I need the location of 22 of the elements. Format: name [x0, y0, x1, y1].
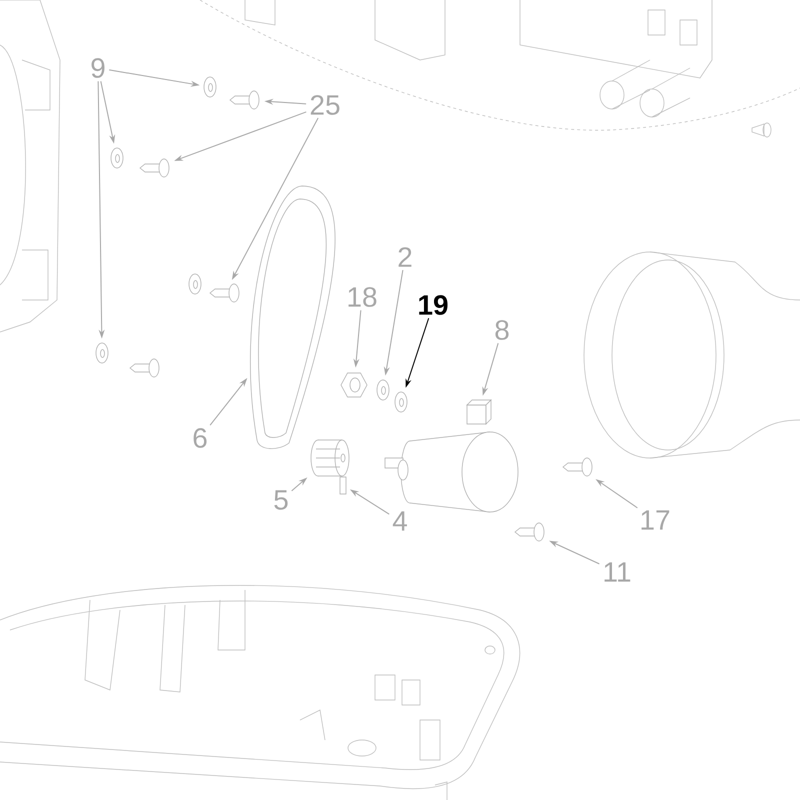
- callout-number: 8: [495, 320, 509, 340]
- callout-number: 11: [604, 562, 630, 582]
- callout-number: 4: [392, 511, 407, 531]
- hex-nut: [340, 372, 368, 398]
- washer: [394, 392, 408, 412]
- callout-number: 5: [274, 490, 288, 510]
- callout-number: 2: [398, 247, 412, 267]
- motor: [384, 432, 518, 512]
- washer: [188, 274, 202, 294]
- washer: [376, 380, 390, 400]
- washer: [204, 76, 216, 98]
- callout-number: 18: [348, 287, 376, 307]
- callout-number: 19: [419, 295, 448, 315]
- callout-number: 6: [194, 428, 207, 448]
- drive-belt: [250, 186, 336, 449]
- callout-number: 9: [92, 58, 104, 78]
- callout-number: 25: [310, 95, 340, 115]
- callout-number: 17: [642, 510, 670, 530]
- pin: [340, 476, 346, 494]
- washer: [96, 342, 108, 364]
- washer: [110, 148, 124, 168]
- gear-pulley: [310, 440, 350, 476]
